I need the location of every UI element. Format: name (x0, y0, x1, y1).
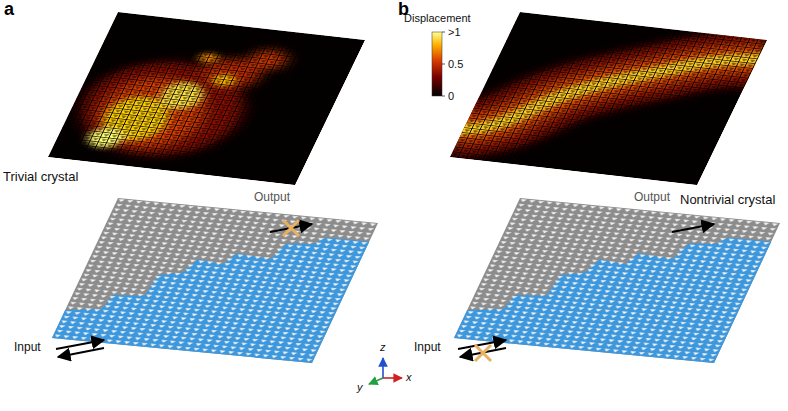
colorbar-tick: 0.5 (448, 58, 463, 70)
axis-label: y (357, 381, 363, 393)
heatmap-trivial (48, 12, 365, 185)
panel-caption: Nontrivial crystal (680, 193, 775, 207)
axis-label: x (406, 371, 412, 383)
port-label: Input (14, 341, 41, 354)
lattice-nontrivial (454, 198, 780, 363)
axis-triad (369, 358, 402, 384)
port-label: Input (414, 341, 441, 354)
colorbar-title: Displacement (404, 12, 471, 24)
panel-letter: a (4, 0, 14, 20)
port-label: Output (254, 191, 290, 204)
panel-letter: b (398, 0, 409, 20)
lattice-trivial (52, 198, 378, 363)
colorbar-tick: 0 (448, 90, 454, 102)
wave-arrows-a (56, 220, 312, 357)
colorbar-tick: >1 (448, 26, 461, 38)
heatmap-nontrivial (442, 11, 775, 186)
axis-label: z (380, 341, 386, 353)
panel-caption: Trivial crystal (3, 170, 78, 184)
colorbar (432, 32, 442, 96)
port-label: Output (634, 191, 670, 204)
wave-arrows-b (458, 224, 714, 361)
colorbar-ticks (442, 32, 445, 96)
